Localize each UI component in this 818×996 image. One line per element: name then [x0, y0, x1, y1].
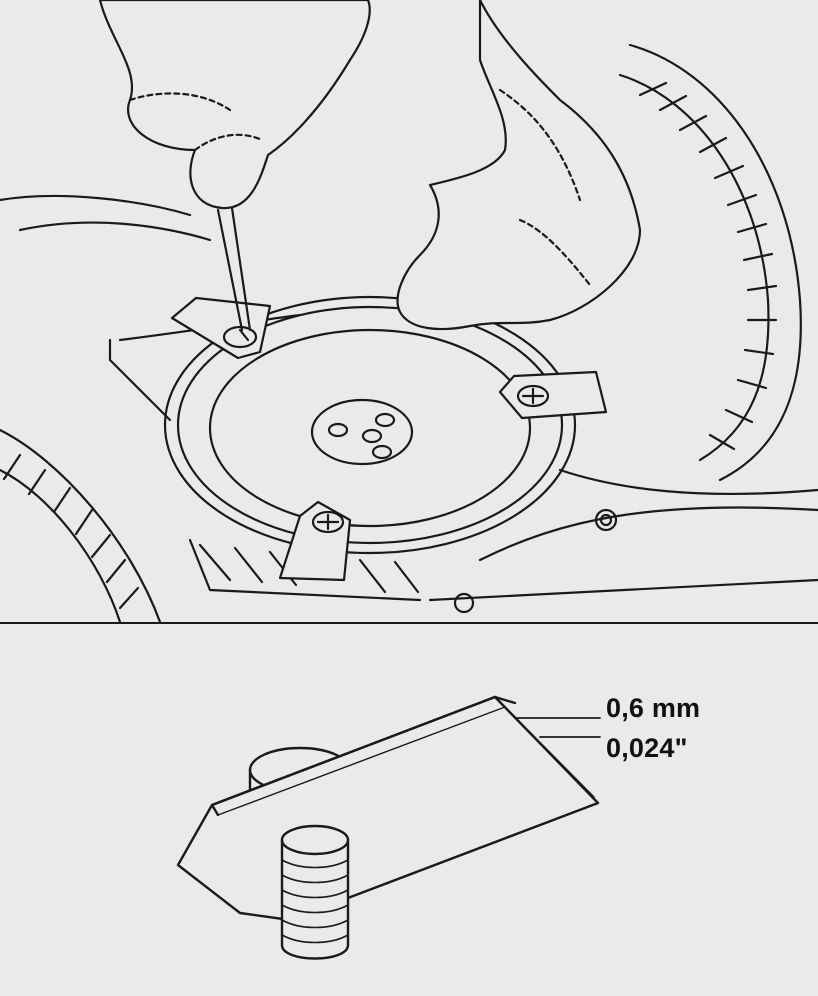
blade-thickness-panel — [0, 625, 818, 996]
blade-right — [498, 370, 608, 420]
blade-mounting-panel — [0, 0, 818, 623]
dimension-leaders — [514, 717, 601, 738]
blade-under-screwdriver — [170, 296, 272, 360]
right-gloved-hand — [396, 0, 642, 331]
blade-bottom — [278, 500, 352, 582]
threaded-stud — [280, 824, 350, 960]
screwdriver — [216, 206, 252, 342]
blade-mounting-drawing — [0, 0, 818, 623]
blade-disc — [163, 295, 577, 555]
blade-thickness-metric-label: 0,6 mm — [606, 693, 701, 723]
blade-detail-drawing — [176, 695, 601, 960]
left-gloved-hand — [98, 0, 371, 210]
blade-plate — [176, 695, 600, 922]
right-drive-wheel — [618, 43, 802, 482]
panel-divider — [0, 622, 818, 624]
left-drive-wheel — [0, 428, 162, 623]
blade-thickness-imperial-label: 0,024" — [606, 733, 688, 763]
